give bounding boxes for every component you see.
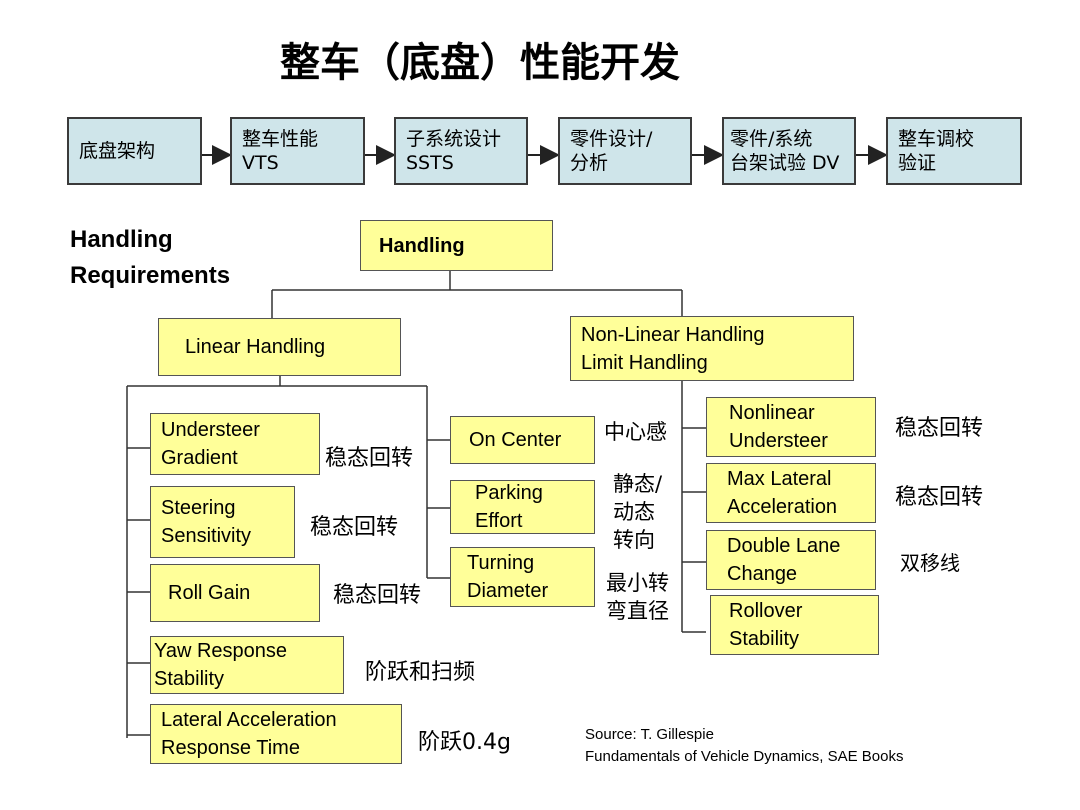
- node-label: On Center: [469, 429, 562, 451]
- node-lateral-acceleration-response-time: Lateral Acceleration Response Time: [150, 704, 402, 764]
- node-nonlinear-handling: Non-Linear Handling Limit Handling: [570, 316, 854, 381]
- process-step-label: 分析: [570, 152, 609, 174]
- node-parking-effort: Parking Effort: [450, 480, 595, 534]
- process-step-validation: 整车调校 验证: [886, 117, 1022, 185]
- process-step-label: SSTS: [406, 152, 454, 174]
- process-step-chassis-architecture: 底盘架构: [67, 117, 202, 185]
- note-line: 转向: [613, 528, 655, 552]
- process-step-label: 子系统设计: [406, 128, 502, 150]
- node-label: Change: [727, 563, 798, 585]
- source-citation: Source: T. Gillespie Fundamentals of Veh…: [585, 724, 904, 768]
- heading-line: Handling: [70, 226, 173, 253]
- process-step-dv: 零件/系统 台架试验 DV: [722, 117, 856, 185]
- node-on-center: On Center: [450, 416, 595, 464]
- note-mid-2: 静态/ 动态 转向: [613, 470, 662, 554]
- process-step-label: 整车性能: [242, 128, 319, 150]
- note-left-2: 稳态回转: [310, 515, 399, 540]
- node-handling: Handling: [360, 220, 553, 271]
- node-label: Handling: [379, 234, 465, 257]
- source-line: Source: T. Gillespie: [585, 726, 714, 743]
- node-nonlinear-understeer: Nonlinear Understeer: [706, 397, 876, 457]
- process-step-label: 验证: [898, 152, 937, 174]
- node-label: Turning: [467, 552, 535, 574]
- node-label: Acceleration: [727, 496, 838, 518]
- node-turning-diameter: Turning Diameter: [450, 547, 595, 607]
- node-yaw-response-stability: Yaw Response Stability: [150, 636, 344, 694]
- node-label: Linear Handling: [185, 336, 326, 358]
- node-label: Diameter: [467, 580, 549, 602]
- note-line: 静态/: [613, 472, 663, 496]
- node-label: Max Lateral: [727, 468, 832, 490]
- node-steering-sensitivity: Steering Sensitivity: [150, 486, 295, 558]
- note-right-2: 稳态回转: [895, 485, 984, 510]
- process-step-label: 整车调校: [898, 128, 975, 150]
- node-label: Nonlinear: [729, 402, 815, 424]
- node-label: Steering: [161, 497, 236, 519]
- process-step-ssts: 子系统设计 SSTS: [394, 117, 528, 185]
- note-line: 弯直径: [606, 599, 669, 623]
- process-step-label: 零件/系统: [730, 128, 813, 150]
- note-line: 中心感: [604, 420, 667, 444]
- note-line: 动态: [613, 500, 655, 524]
- note-right-1: 稳态回转: [895, 416, 984, 441]
- node-label: Roll Gain: [168, 582, 251, 604]
- node-label: Lateral Acceleration: [161, 709, 337, 731]
- node-label: Yaw Response: [154, 640, 288, 662]
- source-line: Fundamentals of Vehicle Dynamics, SAE Bo…: [585, 748, 904, 765]
- node-label: Gradient: [161, 447, 238, 469]
- note-right-3: 双移线: [900, 551, 960, 575]
- node-label: Non-Linear Handling: [581, 323, 765, 346]
- node-roll-gain: Roll Gain: [150, 564, 320, 622]
- node-label: Double Lane: [727, 535, 841, 557]
- note-left-4: 阶跃和扫频: [365, 660, 476, 685]
- page-title: 整车（底盘）性能开发: [280, 40, 680, 86]
- process-step-label: 零件设计/: [570, 128, 653, 150]
- node-understeer-gradient: Understeer Gradient: [150, 413, 320, 475]
- node-double-lane-change: Double Lane Change: [706, 530, 876, 590]
- node-label: Understeer: [729, 430, 828, 452]
- node-label: Limit Handling: [581, 351, 708, 374]
- node-label: Stability: [729, 628, 800, 650]
- node-label: Parking: [475, 482, 543, 504]
- process-step-label: 底盘架构: [79, 140, 156, 162]
- node-max-lateral-acceleration: Max Lateral Acceleration: [706, 463, 876, 523]
- note-left-1: 稳态回转: [325, 446, 414, 471]
- node-label: Effort: [475, 510, 523, 532]
- node-label: Sensitivity: [161, 525, 252, 547]
- node-label: Rollover: [729, 600, 803, 622]
- note-left-3: 稳态回转: [333, 583, 422, 608]
- node-label: Response Time: [161, 737, 300, 759]
- section-heading: Handling Requirements: [70, 222, 230, 294]
- process-step-vts: 整车性能 VTS: [230, 117, 365, 185]
- heading-line: Requirements: [70, 262, 231, 289]
- node-label: Understeer: [161, 419, 260, 441]
- process-step-part-design: 零件设计/ 分析: [558, 117, 692, 185]
- note-mid-3: 最小转 弯直径: [606, 569, 669, 625]
- note-mid-1: 中心感: [604, 418, 667, 446]
- note-line: 最小转: [606, 571, 669, 595]
- node-linear-handling: Linear Handling: [158, 318, 401, 376]
- process-step-label: VTS: [242, 152, 279, 174]
- note-left-5: 阶跃0.4g: [418, 730, 511, 755]
- node-rollover-stability: Rollover Stability: [710, 595, 879, 655]
- process-step-label: 台架试验 DV: [730, 152, 840, 174]
- node-label: Stability: [154, 668, 225, 690]
